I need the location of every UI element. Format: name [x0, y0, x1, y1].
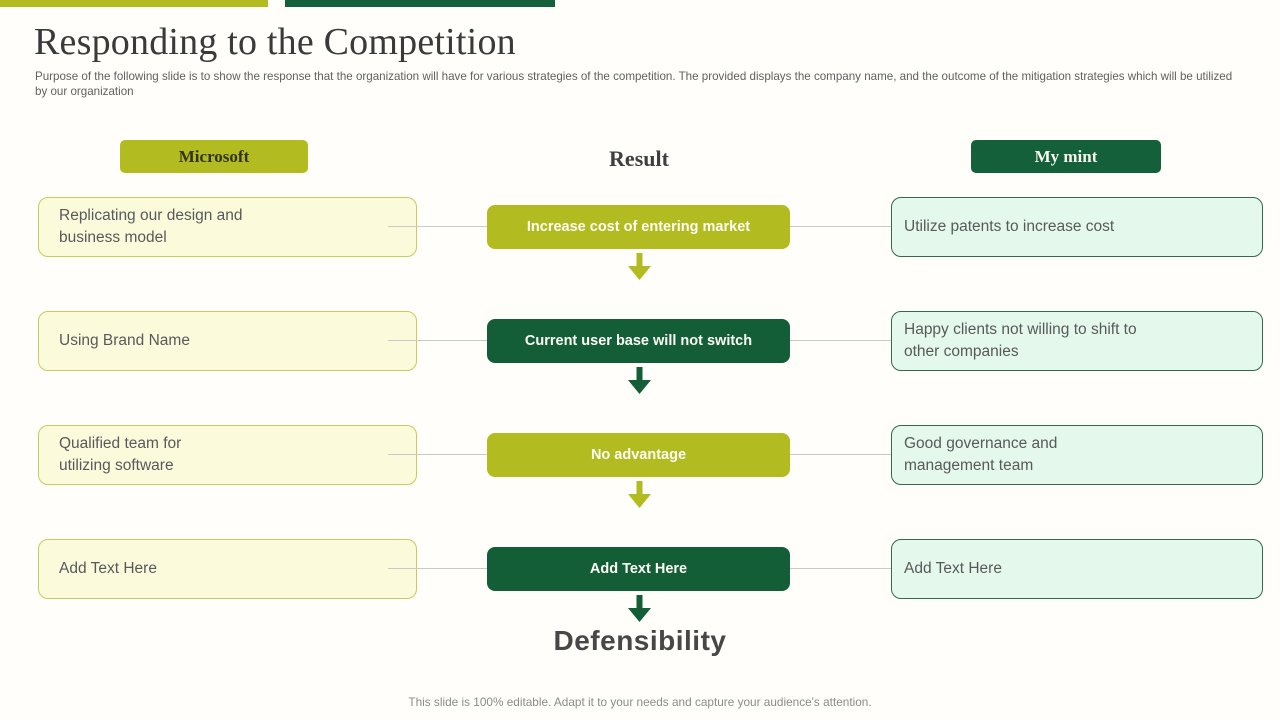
connector-line [790, 226, 891, 227]
mitigation-outcome-box[interactable]: Utilize patents to increase cost [891, 197, 1263, 257]
result-text: No advantage [590, 447, 687, 463]
mitigation-outcome-text: Utilize patents to increase cost [904, 217, 1115, 235]
mitigation-outcome-text: Good governance and management team [904, 434, 1058, 474]
down-arrow-icon [627, 367, 652, 394]
mitigation-outcome-box[interactable]: Good governance and management team [891, 425, 1263, 485]
down-arrow-icon [627, 595, 652, 622]
result-text: Increase cost of entering market [526, 219, 751, 235]
result-text: Current user base will not switch [524, 333, 753, 349]
mitigation-outcome-box[interactable]: Add Text Here [891, 539, 1263, 599]
flow-row: Replicating our design and business mode… [0, 197, 1280, 289]
connector-line [388, 340, 487, 341]
result-box[interactable]: Increase cost of entering market [487, 205, 790, 249]
mitigation-outcome-box[interactable]: Happy clients not willing to shift to ot… [891, 311, 1263, 371]
flow-row: Qualified team for utilizing software No… [0, 425, 1280, 517]
connector-line [388, 454, 487, 455]
competitor-strategy-text: Using Brand Name [59, 331, 190, 349]
flow-row: Using Brand Name Current user base will … [0, 311, 1280, 403]
connector-line [388, 226, 487, 227]
flow-row: Add Text Here Add Text Here Add Text Her… [0, 539, 1280, 631]
top-accent-bar-olive [0, 0, 268, 7]
company-name-badge[interactable]: My mint [971, 140, 1161, 173]
competitor-strategy-text: Replicating our design and business mode… [59, 206, 243, 246]
result-text: Add Text Here [589, 561, 688, 577]
competitor-strategy-box[interactable]: Qualified team for utilizing software [38, 425, 417, 485]
defensibility-label: Defensibility [553, 625, 727, 656]
result-column-header: Result [609, 146, 669, 171]
competitor-strategy-box[interactable]: Add Text Here [38, 539, 417, 599]
competitor-strategy-text: Add Text Here [59, 559, 157, 577]
down-arrow-icon [627, 481, 652, 508]
mitigation-outcome-text: Happy clients not willing to shift to ot… [904, 320, 1137, 360]
connector-line [388, 568, 487, 569]
top-accent-bar-green [285, 0, 555, 7]
editable-note: This slide is 100% editable. Adapt it to… [408, 695, 872, 709]
connector-line [790, 340, 891, 341]
result-box[interactable]: Add Text Here [487, 547, 790, 591]
down-arrow-icon [627, 253, 652, 280]
result-box[interactable]: Current user base will not switch [487, 319, 790, 363]
page-title: Responding to the Competition [34, 21, 516, 63]
slide-subtitle: Purpose of the following slide is to sho… [35, 70, 1233, 98]
competitor-strategy-text: Qualified team for utilizing software [59, 434, 182, 474]
competitor-strategy-box[interactable]: Using Brand Name [38, 311, 417, 371]
connector-line [790, 454, 891, 455]
mitigation-outcome-text: Add Text Here [904, 559, 1002, 577]
competitor-name-label: Microsoft [178, 146, 250, 166]
company-name-label: My mint [1034, 146, 1098, 166]
competitor-name-badge[interactable]: Microsoft [120, 140, 308, 173]
result-box[interactable]: No advantage [487, 433, 790, 477]
competitor-strategy-box[interactable]: Replicating our design and business mode… [38, 197, 417, 257]
connector-line [790, 568, 891, 569]
